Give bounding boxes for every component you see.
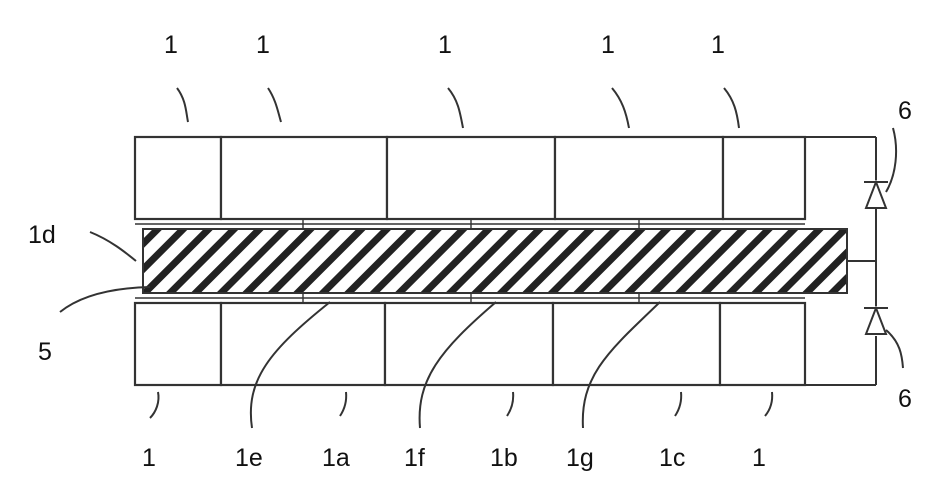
label-bottom-1-left: 1: [142, 444, 156, 472]
label-top-2: 1: [256, 31, 270, 59]
bottom-cell-5: [720, 303, 805, 385]
diode-bottom-icon: [864, 306, 888, 336]
label-1e: 1e: [235, 444, 263, 472]
label-bottom-1-right: 1: [752, 444, 766, 472]
top-cell-3: [387, 137, 555, 219]
label-6-bottom: 6: [898, 385, 912, 413]
bottom-cell-row: [135, 303, 805, 385]
label-1b: 1b: [490, 444, 518, 472]
label-top-4: 1: [601, 31, 615, 59]
top-cell-2: [221, 137, 387, 219]
top-cell-4: [555, 137, 723, 219]
label-top-3: 1: [438, 31, 452, 59]
label-1g: 1g: [566, 444, 594, 472]
bottom-cell-4: [553, 303, 720, 385]
top-cell-row: [135, 137, 805, 219]
bottom-cell-3: [385, 303, 553, 385]
bottom-cell-1: [135, 303, 221, 385]
label-5: 5: [38, 338, 52, 366]
diode-top-icon: [864, 180, 888, 208]
label-top-1: 1: [164, 31, 178, 59]
label-top-5: 1: [711, 31, 725, 59]
label-6-top: 6: [898, 97, 912, 125]
label-1d: 1d: [28, 221, 56, 249]
label-1f: 1f: [404, 444, 425, 472]
hatched-layer: [143, 229, 847, 293]
top-cell-5: [723, 137, 805, 219]
top-cell-1: [135, 137, 221, 219]
label-1a: 1a: [322, 444, 350, 472]
bottom-cell-2: [221, 303, 385, 385]
label-1c: 1c: [659, 444, 685, 472]
